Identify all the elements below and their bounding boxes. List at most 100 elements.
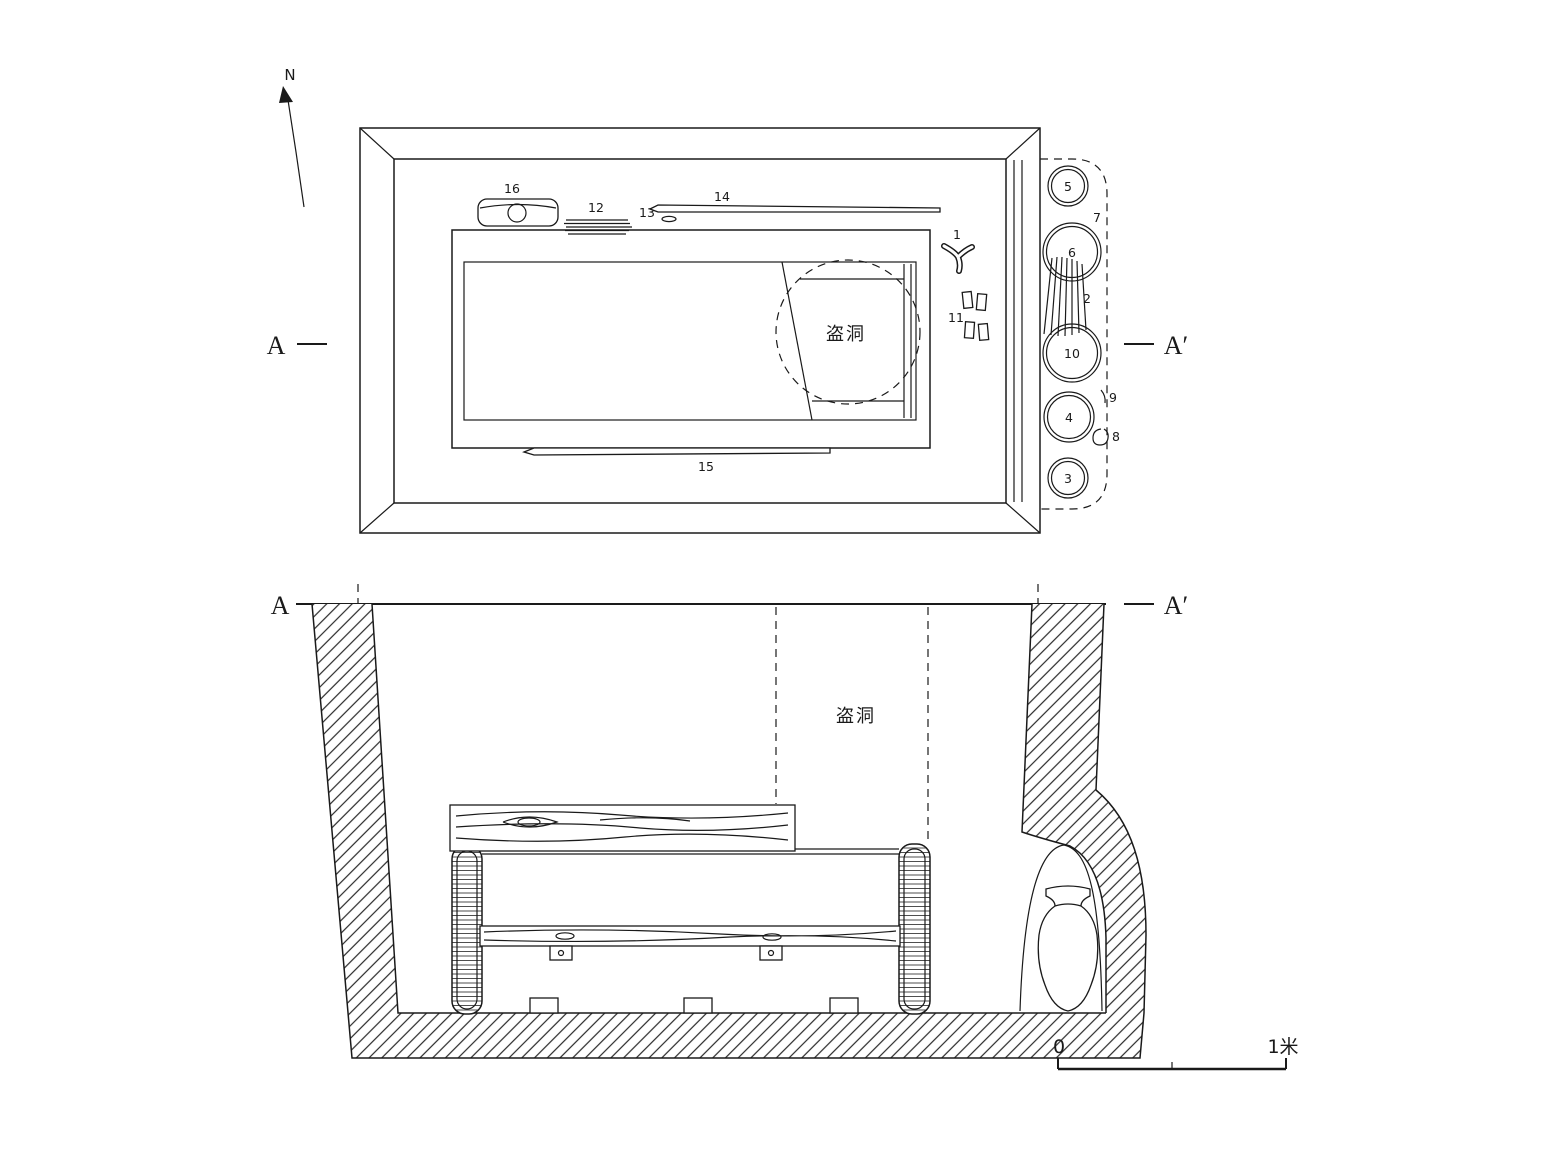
pot-10-outer <box>1042 323 1102 383</box>
pit-corner-slopes <box>359 127 1041 534</box>
vessel-body <box>1037 885 1099 1012</box>
coffin-inner-outline <box>463 261 917 421</box>
pot-10-label: 10 <box>1064 346 1080 361</box>
north-arrow-head <box>279 86 293 103</box>
vessel-in-niche <box>1037 885 1099 1012</box>
coffin-right-cap-inner <box>903 848 926 1010</box>
coffin-cleat-b <box>759 945 783 961</box>
pot-3-label: 3 <box>1064 471 1072 486</box>
floor-block-c <box>829 997 859 1014</box>
arrow-bundle <box>1043 256 1087 337</box>
chamber-plank-grain <box>455 811 789 842</box>
coffin-end-boards <box>800 264 912 418</box>
artifact-12-label: 12 <box>588 200 604 215</box>
plan-marker-a-prime: A′ <box>1164 331 1188 360</box>
niche-outline <box>1040 158 1108 510</box>
coffin-section <box>449 804 931 1015</box>
pot-2-label: 2 <box>1083 291 1091 306</box>
scale-bar: 0 1米 <box>1053 1036 1299 1071</box>
section-marker-a: A <box>271 591 290 620</box>
plan-view: 盗洞 16 12 13 14 1 11 15 <box>267 127 1189 534</box>
pit-inner-outline <box>371 603 1106 1014</box>
artifact-14-rod <box>648 204 941 213</box>
pot-4-outer <box>1043 391 1095 443</box>
right-wall-fill <box>1022 604 1146 1013</box>
artifact-16-ring <box>507 203 527 223</box>
artifact-16-label: 16 <box>504 181 520 196</box>
pot-8-label: 8 <box>1112 429 1120 444</box>
pot-5-outer <box>1047 165 1089 207</box>
arrow-shaft <box>1081 263 1087 331</box>
plan-section-markers: A A′ <box>267 331 1189 360</box>
earth-outer-outline <box>311 603 1147 1059</box>
chamber-plank-knot <box>517 817 541 827</box>
pot-4-label: 4 <box>1065 410 1073 425</box>
arrow-shaft <box>1043 257 1053 335</box>
arrow-shaft <box>1057 256 1063 337</box>
artifact-1-label: 1 <box>953 227 961 242</box>
pot-6-label: 6 <box>1068 245 1076 260</box>
robber-hole-section-lines <box>775 607 929 842</box>
pottery-niche: 5 7 6 2 10 9 4 8 <box>1040 158 1120 510</box>
chamber-plank-knot-ring <box>502 816 559 828</box>
coffin-cleat-a <box>549 945 573 961</box>
artifact-11-plaque-c <box>963 321 976 340</box>
artifact-11-plaque-b <box>975 292 988 312</box>
pot-8-item <box>1092 428 1109 446</box>
north-arrow-shaft <box>287 99 305 208</box>
artifact-14-label: 14 <box>714 189 730 204</box>
plan-marker-a: A <box>267 331 286 360</box>
section-marker-a-prime: A′ <box>1164 591 1188 620</box>
earth-section <box>311 603 1147 1059</box>
floor-block-b <box>683 997 713 1014</box>
left-wall-fill <box>312 604 398 1058</box>
artifact-11-label: 11 <box>948 310 964 325</box>
cleat-b-peg <box>767 949 775 957</box>
floor-block-a <box>529 997 559 1014</box>
floor-plank-grain <box>483 929 897 943</box>
section-view: A A′ <box>271 584 1188 1059</box>
scale-max-label: 1米 <box>1267 1036 1298 1058</box>
arrow-shaft <box>1076 260 1080 334</box>
chamber-plank <box>449 804 796 852</box>
pot-3-outer <box>1047 457 1089 499</box>
pot-9-label: 9 <box>1109 390 1117 405</box>
north-arrow: N <box>279 66 305 208</box>
pot-5-inner <box>1050 168 1086 204</box>
cleat-a-peg <box>557 949 565 957</box>
pot-3-inner <box>1050 460 1086 496</box>
scale-zero-label: 0 <box>1053 1036 1065 1058</box>
artifact-13-item <box>661 215 677 223</box>
pot-9-item <box>1100 389 1106 404</box>
floor-plank-knot-a <box>555 932 575 940</box>
coffin-floor-plank <box>479 925 901 947</box>
artifact-12-sticks <box>564 219 632 235</box>
arrow-shaft <box>1050 256 1058 336</box>
robber-hole-outline <box>775 259 921 405</box>
artifact-11-plaque-d <box>977 322 990 342</box>
pot-4-inner <box>1046 394 1092 440</box>
coffin-lid-edge <box>781 261 813 421</box>
pit-ledge-lines <box>1013 160 1023 502</box>
pot-10-inner <box>1045 326 1099 380</box>
north-label: N <box>284 66 295 84</box>
vessel-neck-line <box>1054 903 1082 907</box>
artifact-15-label: 15 <box>698 459 714 474</box>
robber-hole-label-plan: 盗洞 <box>826 324 866 345</box>
niche-opening-outline <box>1021 603 1107 1013</box>
arrow-shaft <box>1064 257 1068 337</box>
pit-inner-edge <box>393 158 1007 504</box>
floor-fill <box>352 1013 1144 1058</box>
pit-outer-edge <box>359 127 1041 534</box>
artifact-11-plaque-a <box>961 290 974 310</box>
plan-artifacts: 16 12 13 14 1 11 15 <box>477 181 990 474</box>
robber-hole-label-section: 盗洞 <box>836 706 876 727</box>
floor-plank-knot-b <box>762 933 782 941</box>
pot-7-label: 7 <box>1093 210 1101 225</box>
artifact-15-rod <box>522 447 831 456</box>
robber-hole-plan: 盗洞 <box>775 259 921 405</box>
artifact-1-inner <box>942 244 974 273</box>
